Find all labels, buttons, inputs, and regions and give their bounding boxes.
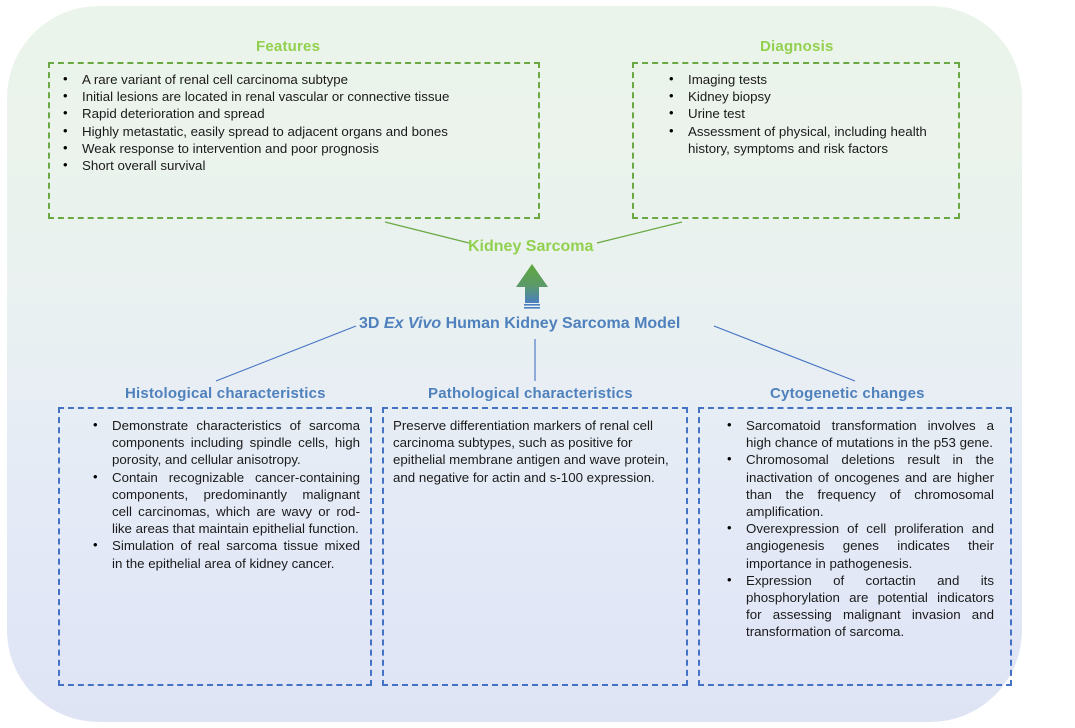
kidney-sarcoma-node: Kidney Sarcoma	[468, 238, 594, 255]
list-item: Short overall survival	[56, 156, 526, 174]
features-box: A rare variant of renal cell carcinoma s…	[48, 62, 540, 219]
list-item: Overexpression of cell proliferation and…	[720, 519, 994, 572]
features-heading: Features	[256, 38, 321, 55]
cytogenetic-heading: Cytogenetic changes	[770, 385, 925, 402]
list-item: Initial lesions are located in renal vas…	[56, 87, 526, 105]
list-item: Contain recognizable cancer-containing c…	[86, 468, 360, 538]
pathological-text: Preserve differentiation markers of rena…	[393, 418, 669, 485]
diagnosis-heading: Diagnosis	[760, 38, 834, 55]
list-item: Rapid deterioration and spread	[56, 104, 526, 122]
list-item: A rare variant of renal cell carcinoma s…	[56, 70, 526, 88]
pathological-heading: Pathological characteristics	[428, 385, 633, 402]
cytogenetic-list: Sarcomatoid transformation involves a hi…	[720, 416, 994, 641]
list-item: Chromosomal deletions result in the inac…	[720, 450, 994, 520]
histological-box: Demonstrate characteristics of sarcoma c…	[58, 407, 372, 686]
list-item: Weak response to intervention and poor p…	[56, 139, 526, 157]
diagnosis-list: Imaging tests Kidney biopsy Urine test A…	[662, 70, 946, 157]
cytogenetic-box: Sarcomatoid transformation involves a hi…	[698, 407, 1012, 686]
model-node-prefix: 3D	[359, 315, 384, 332]
model-node: 3D Ex Vivo Human Kidney Sarcoma Model	[359, 315, 680, 333]
list-item: Demonstrate characteristics of sarcoma c…	[86, 416, 360, 469]
pathological-box: Preserve differentiation markers of rena…	[382, 407, 688, 686]
list-item: Urine test	[662, 104, 946, 122]
histological-heading: Histological characteristics	[125, 385, 326, 402]
list-item: Highly metastatic, easily spread to adja…	[56, 122, 526, 140]
list-item: Imaging tests	[662, 70, 946, 88]
list-item: Assessment of physical, including health…	[662, 122, 946, 157]
model-node-italic: Ex Vivo	[383, 315, 442, 332]
model-node-suffix: Human Kidney Sarcoma Model	[441, 315, 681, 332]
diagnosis-box: Imaging tests Kidney biopsy Urine test A…	[632, 62, 960, 219]
list-item: Sarcomatoid transformation involves a hi…	[720, 416, 994, 451]
list-item: Kidney biopsy	[662, 87, 946, 105]
list-item: Simulation of real sarcoma tissue mixed …	[86, 536, 360, 571]
features-list: A rare variant of renal cell carcinoma s…	[56, 70, 526, 174]
list-item: Expression of cortactin and its phosphor…	[720, 571, 994, 641]
histological-list: Demonstrate characteristics of sarcoma c…	[86, 416, 360, 572]
